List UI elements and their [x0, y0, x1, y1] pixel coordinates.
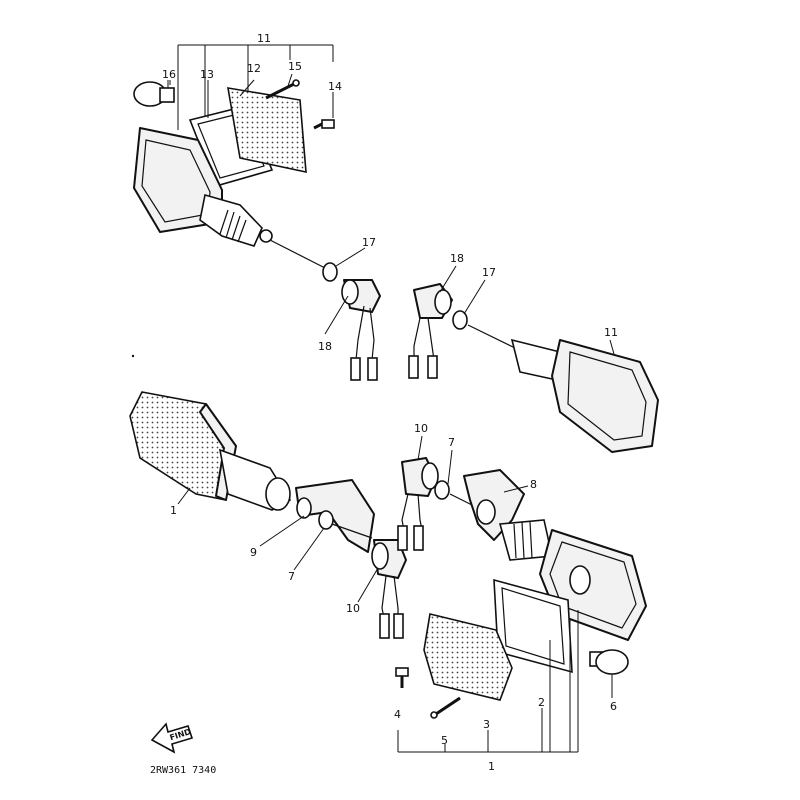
callout-16: 16	[162, 68, 176, 81]
lens-3	[423, 613, 513, 701]
callout-15: 15	[288, 60, 302, 73]
grommet-17-left	[322, 262, 338, 282]
lower-left-flasher-assembly	[129, 391, 407, 639]
screw-5	[430, 696, 461, 719]
socket-10-left	[371, 539, 407, 639]
stem-lower-right	[498, 519, 553, 561]
wire-upper-left	[269, 239, 326, 269]
leader-lines	[167, 73, 615, 698]
gasket-2	[493, 578, 573, 674]
upper-left-flasher-assembly	[133, 44, 381, 381]
callout-18-left: 18	[318, 340, 332, 353]
callout-9: 9	[250, 546, 257, 559]
callout-7-left: 7	[288, 570, 295, 583]
grommet-7-right	[434, 480, 450, 500]
wire-upper-right	[467, 324, 516, 349]
callout-11-top: 11	[257, 32, 271, 45]
callout-3: 3	[483, 718, 490, 731]
screw-4	[395, 667, 409, 688]
callout-2: 2	[538, 696, 545, 709]
upper-right-flasher-assembly	[408, 283, 659, 453]
callout-13: 13	[200, 68, 214, 81]
callout-1-left: 1	[170, 504, 177, 517]
callout-numbers: 11 16 13 12 15 14 17 18 18 17 11 1 9 7 1…	[162, 32, 618, 773]
callout-10-left: 10	[346, 602, 360, 615]
callout-5: 5	[441, 734, 448, 747]
callout-10-right: 10	[414, 422, 428, 435]
callout-12: 12	[247, 62, 261, 75]
socket-18-right	[408, 283, 453, 379]
screw-14	[313, 92, 335, 130]
lens-12	[227, 87, 307, 174]
find-arrow-icon: FIND	[150, 722, 194, 754]
stray-dot	[131, 354, 135, 358]
bulb-6	[589, 649, 629, 675]
callout-17-right: 17	[482, 266, 496, 279]
housing-upper-right	[551, 339, 659, 453]
callout-18-right: 18	[450, 252, 464, 265]
callout-6: 6	[610, 700, 617, 713]
callout-1-bottom: 1	[488, 760, 495, 773]
wire-lower-left	[331, 523, 373, 539]
callout-4: 4	[394, 708, 401, 721]
socket-18-left	[341, 279, 381, 381]
grommet-7-left	[318, 510, 334, 530]
callout-7-right: 7	[448, 436, 455, 449]
callout-14: 14	[328, 80, 342, 93]
bulb-16	[133, 80, 175, 107]
lower-right-flasher-assembly	[395, 457, 647, 753]
grommet-17-right	[452, 310, 468, 330]
callout-8: 8	[530, 478, 537, 491]
callout-11-right: 11	[604, 326, 618, 339]
drawing-code: 2RW361 7340	[150, 765, 216, 776]
socket-10-right	[397, 457, 439, 551]
screw-15	[265, 79, 300, 100]
callout-17-left: 17	[362, 236, 376, 249]
